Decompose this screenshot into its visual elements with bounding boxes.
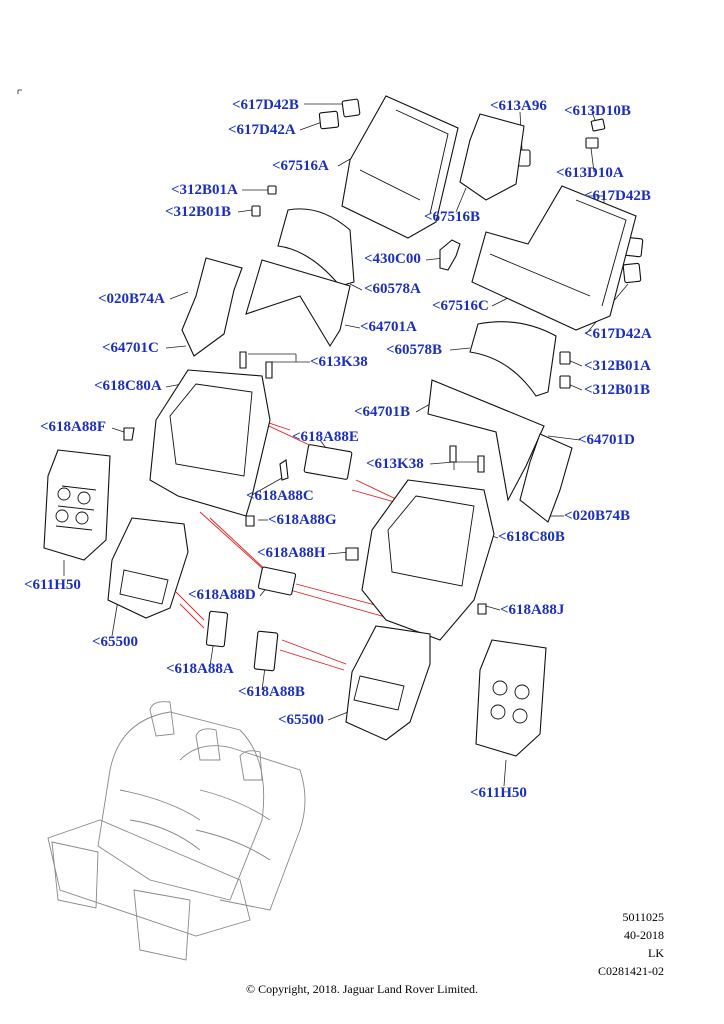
part-label-64701a[interactable]: <64701A bbox=[360, 319, 417, 335]
part-label-618a88j[interactable]: <618A88J bbox=[500, 602, 565, 618]
part-label-618a88e[interactable]: <618A88E bbox=[292, 429, 359, 445]
part-label-618a88d[interactable]: <618A88D bbox=[188, 587, 256, 603]
back-panels bbox=[181, 95, 637, 523]
part-label-613k38-2[interactable]: <613K38 bbox=[366, 456, 424, 472]
part-label-618a88b[interactable]: <618A88B bbox=[238, 684, 305, 700]
part-label-67516a[interactable]: <67516A bbox=[272, 158, 329, 174]
part-label-67516c[interactable]: <67516C bbox=[432, 298, 489, 314]
part-label-64701d[interactable]: <64701D bbox=[578, 432, 635, 448]
part-label-618a88c[interactable]: <618A88C bbox=[246, 488, 314, 504]
part-label-65500-1[interactable]: <65500 bbox=[92, 634, 139, 650]
part-label-618c80a[interactable]: <618C80A bbox=[94, 378, 162, 394]
part-label-020b74b[interactable]: <020B74B bbox=[564, 508, 631, 524]
part-label-613d10b[interactable]: <613D10B bbox=[564, 103, 631, 119]
part-label-613k38-1[interactable]: <613K38 bbox=[310, 354, 368, 370]
part-label-617d42b-2[interactable]: <617D42B bbox=[584, 188, 651, 204]
part-label-618a88h[interactable]: <618A88H bbox=[257, 545, 326, 561]
part-label-611h50-2[interactable]: <611H50 bbox=[470, 785, 527, 801]
part-label-611h50-1[interactable]: <611H50 bbox=[24, 577, 81, 593]
seat-assembly-illustration bbox=[47, 701, 306, 961]
part-label-617d42b-1[interactable]: <617D42B bbox=[232, 97, 299, 113]
part-label-65500-2[interactable]: <65500 bbox=[278, 712, 325, 728]
part-label-618a88a[interactable]: <618A88A bbox=[166, 661, 234, 677]
seat-frames bbox=[43, 369, 547, 757]
part-label-312b01a-2[interactable]: <312B01A bbox=[584, 358, 651, 374]
part-label-617d42a-2[interactable]: <617D42A bbox=[584, 326, 652, 342]
catalog-code: C0281421-02 bbox=[598, 964, 664, 978]
part-label-312b01b-1[interactable]: <312B01B bbox=[165, 204, 232, 220]
part-label-618a88f[interactable]: <618A88F bbox=[40, 419, 107, 435]
part-label-613d10a[interactable]: <613D10A bbox=[556, 165, 624, 181]
part-label-67516b[interactable]: <67516B bbox=[424, 209, 481, 225]
part-label-64701c[interactable]: <64701C bbox=[102, 340, 159, 356]
part-label-430c00[interactable]: <430C00 bbox=[364, 251, 421, 267]
part-label-618c80b[interactable]: <618C80B bbox=[498, 529, 565, 545]
date-code: 40-2018 bbox=[624, 928, 664, 942]
region-code: LK bbox=[648, 946, 664, 960]
part-label-618a88g[interactable]: <618A88G bbox=[268, 512, 337, 528]
part-label-613a96[interactable]: <613A96 bbox=[490, 98, 547, 114]
ref-number: 5011025 bbox=[622, 910, 664, 924]
part-label-60578a[interactable]: <60578A bbox=[364, 281, 421, 297]
part-label-020b74a[interactable]: <020B74A bbox=[98, 291, 165, 307]
part-label-312b01a-1[interactable]: <312B01A bbox=[171, 182, 238, 198]
part-label-312b01b-2[interactable]: <312B01B bbox=[584, 382, 651, 398]
part-label-64701b[interactable]: <64701B bbox=[354, 404, 411, 420]
copyright-notice: © Copyright, 2018. Jaguar Land Rover Lim… bbox=[245, 982, 479, 996]
part-label-617d42a-1[interactable]: <617D42A bbox=[228, 122, 296, 138]
part-label-60578b[interactable]: <60578B bbox=[386, 342, 443, 358]
small-clips bbox=[123, 98, 644, 672]
